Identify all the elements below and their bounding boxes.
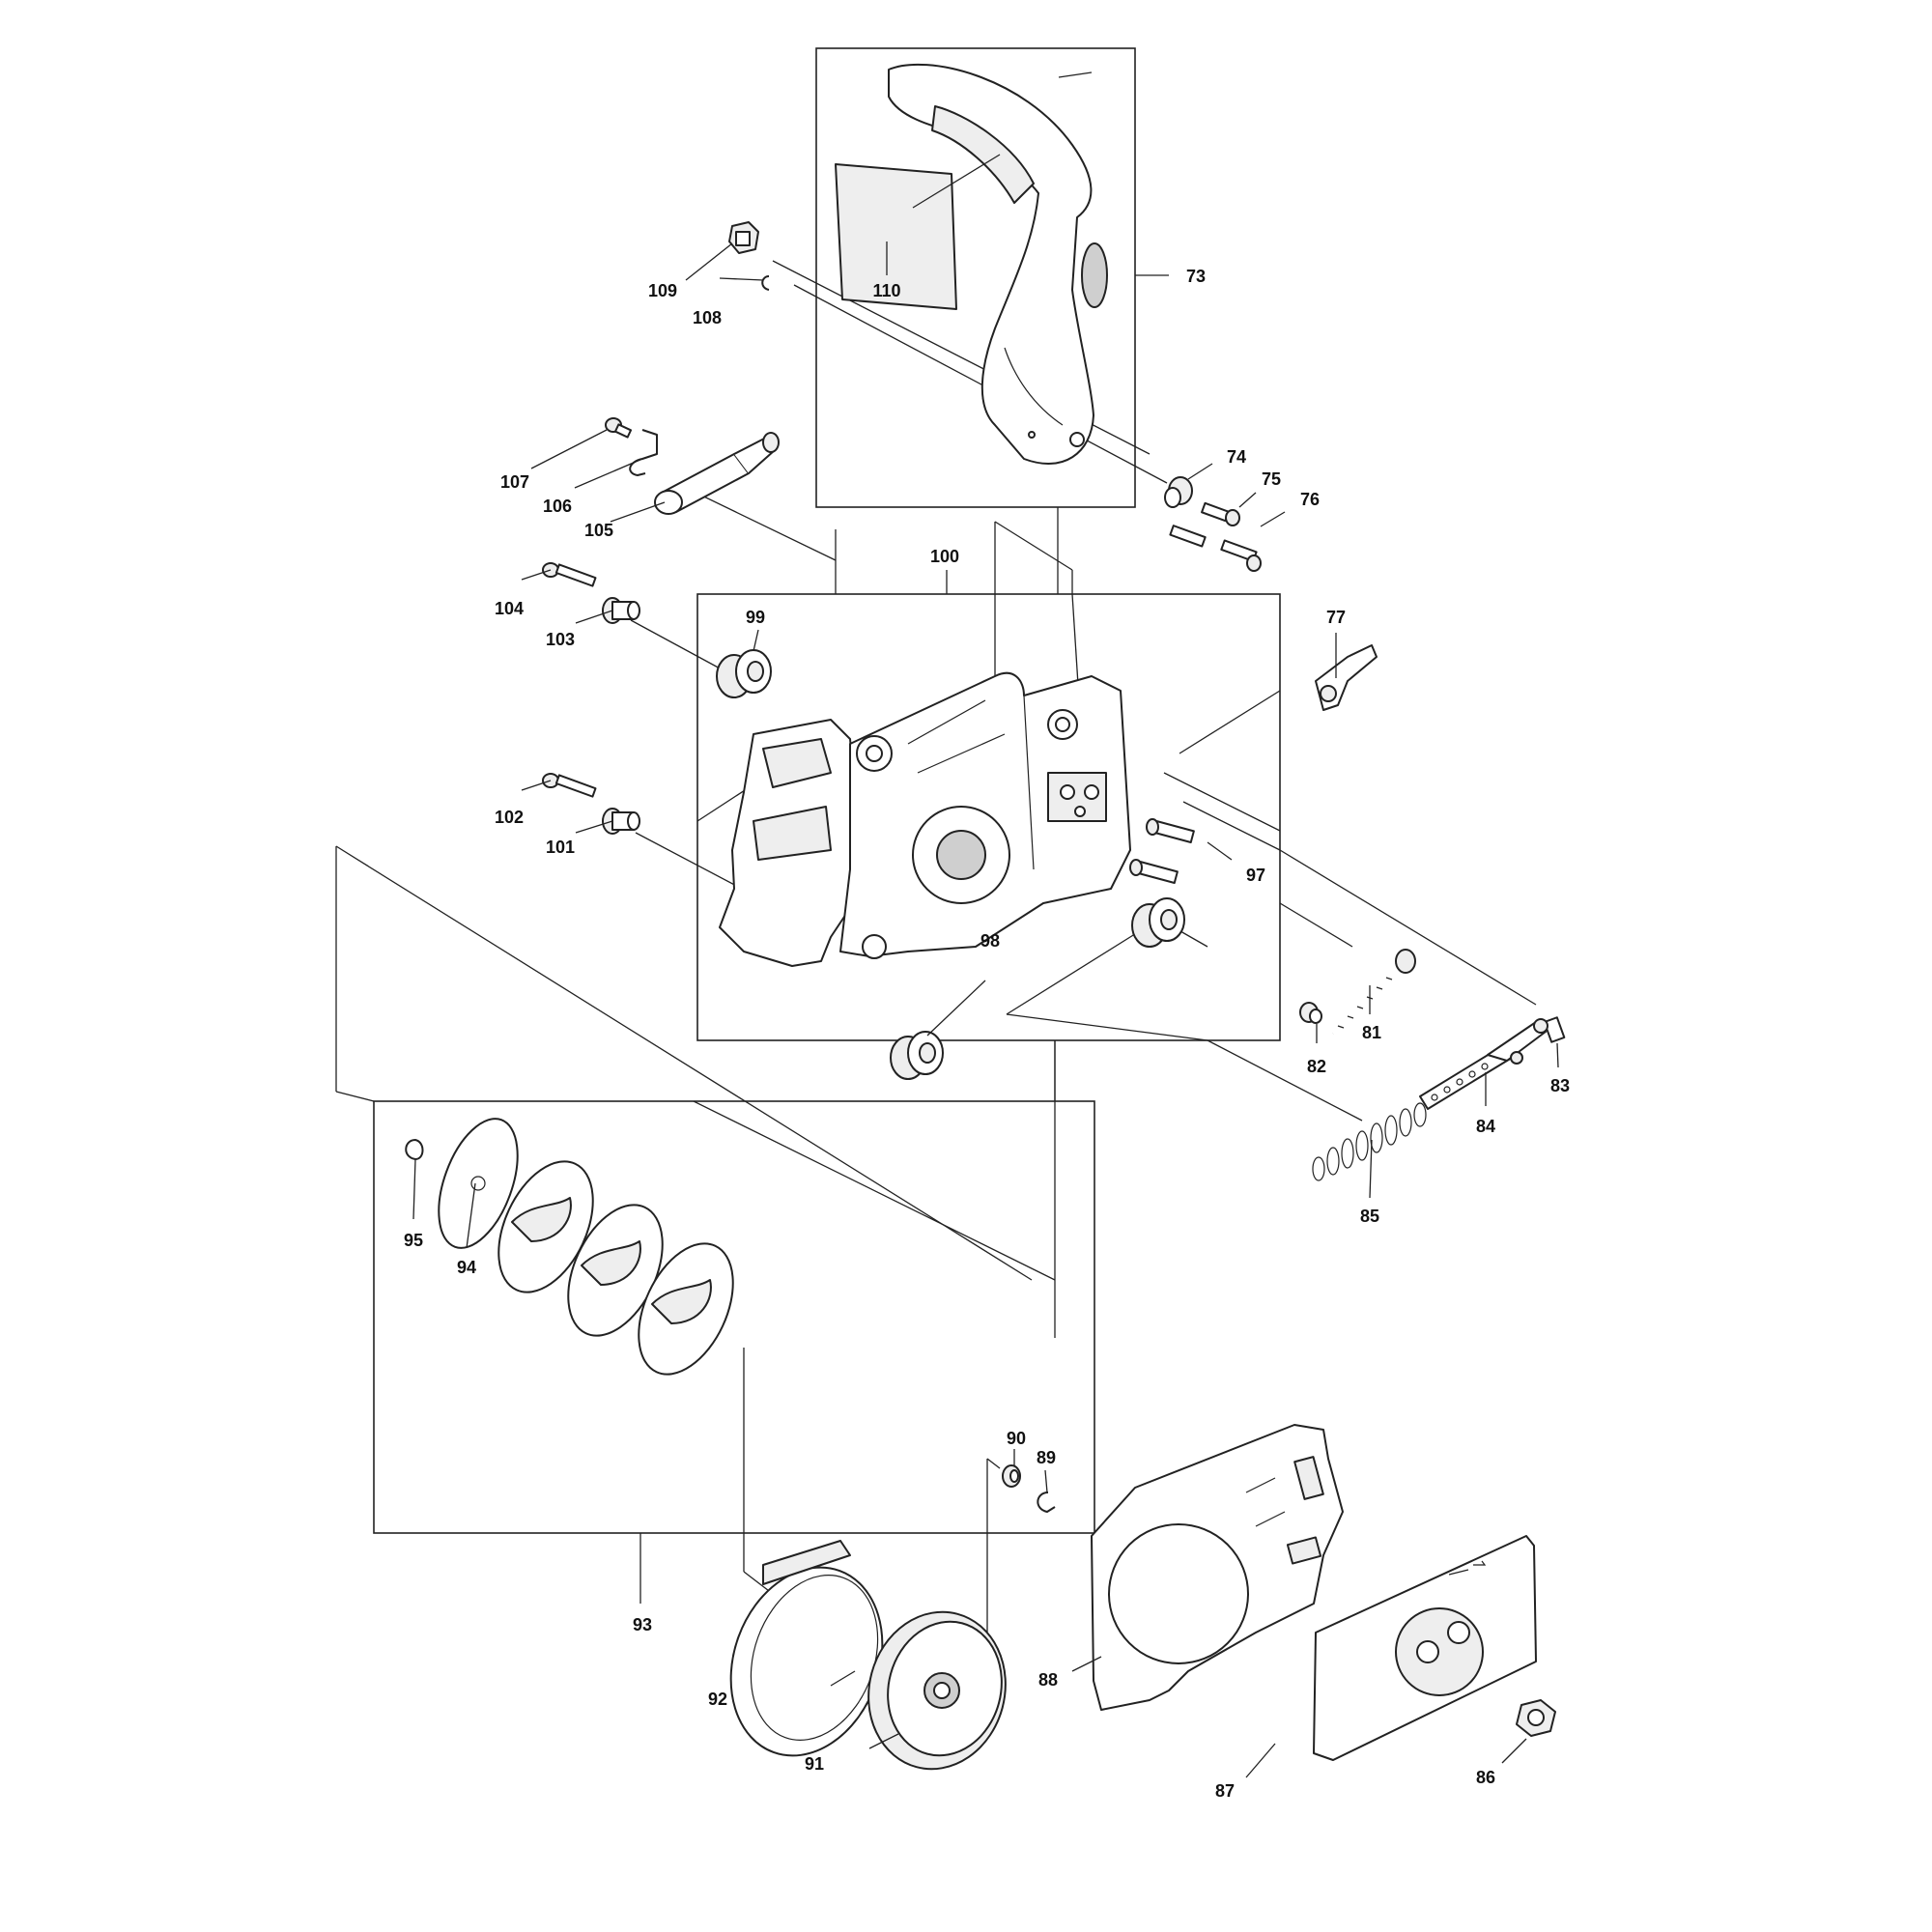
label-105: 105 — [584, 521, 613, 540]
pin-part-105 — [654, 432, 780, 515]
buffer-part-98 — [890, 897, 1185, 1080]
label-81: 81 — [1362, 1023, 1381, 1042]
nut-part-109 — [728, 221, 759, 254]
label-101: 101 — [546, 838, 575, 857]
label-75: 75 — [1262, 469, 1281, 489]
callout-lines — [412, 242, 1559, 1778]
label-94: 94 — [457, 1258, 476, 1277]
screw-part-104 — [542, 562, 597, 587]
label-74: 74 — [1227, 447, 1246, 467]
screw-part-102 — [542, 773, 597, 798]
label-102: 102 — [495, 808, 524, 827]
clutch-drum-part-92 — [729, 1540, 884, 1757]
bushing-part-74 — [1164, 476, 1193, 508]
label-103: 103 — [546, 630, 575, 649]
part-number-labels: 73 74 75 76 77 81 82 83 84 85 86 87 88 8… — [404, 267, 1570, 1801]
chain-cover-part-87 — [1313, 1535, 1537, 1761]
nut-part-82 — [1299, 1002, 1322, 1024]
label-106: 106 — [543, 497, 572, 516]
label-88: 88 — [1038, 1670, 1058, 1690]
label-87: 87 — [1215, 1781, 1235, 1801]
label-95: 95 — [404, 1231, 423, 1250]
label-77: 77 — [1326, 608, 1346, 627]
label-98: 98 — [980, 931, 1000, 951]
crankcase-group-box — [696, 593, 1281, 1041]
handle-part-73 — [888, 63, 1108, 465]
label-108: 108 — [693, 308, 722, 327]
handle-group-box — [815, 47, 1136, 508]
label-110: 110 — [872, 281, 900, 300]
clutch-group-box — [373, 1100, 1095, 1534]
label-84: 84 — [1476, 1117, 1495, 1136]
clamp-part-106 — [629, 429, 658, 476]
clip-part-108 — [761, 275, 770, 291]
adjusting-screw-part-81 — [1331, 949, 1416, 1036]
clip-part-89 — [1037, 1492, 1056, 1513]
washer-part-94 — [438, 1118, 519, 1249]
crankcase-part-100 — [719, 671, 1131, 967]
label-92: 92 — [708, 1690, 727, 1709]
lever-part-77 — [1315, 644, 1378, 711]
pin-part-83 — [1543, 1016, 1566, 1043]
nut-part-86 — [1516, 1699, 1556, 1737]
tensioner-part-84 — [1419, 1018, 1548, 1110]
label-82: 82 — [1307, 1057, 1326, 1076]
bushing-part-101 — [602, 808, 640, 835]
buffer-part-99 — [716, 649, 772, 698]
clutch-shoes — [497, 1160, 734, 1376]
label-83: 83 — [1550, 1076, 1570, 1095]
spring-part-85 — [1312, 1102, 1427, 1181]
sprocket-part-91 — [867, 1610, 1007, 1771]
label-73: 73 — [1186, 267, 1206, 286]
bolt-part-75 — [1201, 501, 1240, 526]
ring-part-95 — [405, 1139, 424, 1160]
label-86: 86 — [1476, 1768, 1495, 1787]
stud-part-97 — [1129, 818, 1195, 884]
bushing-part-103 — [602, 597, 640, 624]
label-100: 100 — [930, 547, 959, 566]
bolt-part-76 — [1169, 525, 1262, 572]
label-89: 89 — [1037, 1448, 1056, 1467]
label-part-110 — [835, 154, 1001, 310]
label-85: 85 — [1360, 1207, 1379, 1226]
screw-part-107 — [605, 417, 633, 439]
label-93: 93 — [633, 1615, 652, 1634]
label-90: 90 — [1007, 1429, 1026, 1448]
label-104: 104 — [495, 599, 524, 618]
label-99: 99 — [746, 608, 765, 627]
label-91: 91 — [805, 1754, 824, 1774]
guide-plate-part-88 — [1091, 1424, 1344, 1711]
label-76: 76 — [1300, 490, 1320, 509]
label-107: 107 — [500, 472, 529, 492]
washer-part-90 — [1002, 1464, 1021, 1488]
label-109: 109 — [648, 281, 677, 300]
label-97: 97 — [1246, 866, 1265, 885]
